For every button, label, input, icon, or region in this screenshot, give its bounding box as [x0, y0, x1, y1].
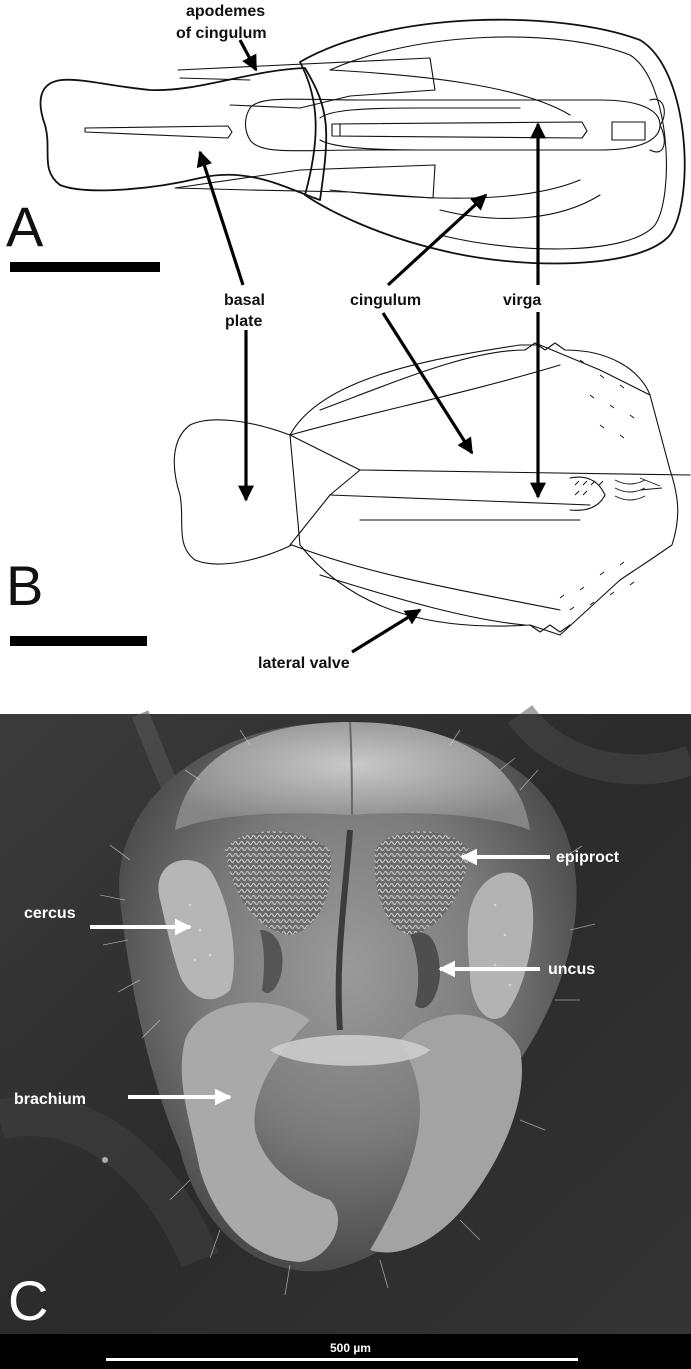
- arrow-cingulum-down: [383, 313, 472, 453]
- scale-bar-c: [106, 1358, 578, 1361]
- arrow-apodemes: [240, 40, 256, 70]
- panel-a-letter: A: [6, 195, 44, 258]
- label-lateral-valve: lateral valve: [258, 655, 350, 672]
- label-apodemes-line1: apodemes: [186, 3, 265, 20]
- label-cingulum: cingulum: [350, 292, 421, 309]
- arrow-lateral-valve: [352, 610, 420, 652]
- scale-bar-a: [10, 262, 160, 272]
- scale-bar-b: [10, 636, 147, 646]
- label-basal-line1: basal: [224, 292, 265, 309]
- label-basal-line2: plate: [225, 313, 262, 330]
- label-epiproct: epiproct: [556, 849, 620, 866]
- label-apodemes-line2: of cingulum: [176, 25, 267, 42]
- panel-c-sem: [0, 714, 691, 1369]
- scale-bar-c-label: 500 µm: [330, 1341, 371, 1355]
- label-uncus: uncus: [548, 961, 595, 978]
- label-virga: virga: [503, 292, 541, 309]
- label-cercus: cercus: [24, 905, 76, 922]
- panel-a-drawing: [41, 20, 685, 264]
- label-brachium: brachium: [14, 1091, 86, 1108]
- panel-c-letter: C: [8, 1269, 48, 1332]
- arrow-basal-up: [200, 152, 243, 285]
- panel-b-drawing: [174, 343, 690, 635]
- panel-b-letter: B: [6, 554, 43, 617]
